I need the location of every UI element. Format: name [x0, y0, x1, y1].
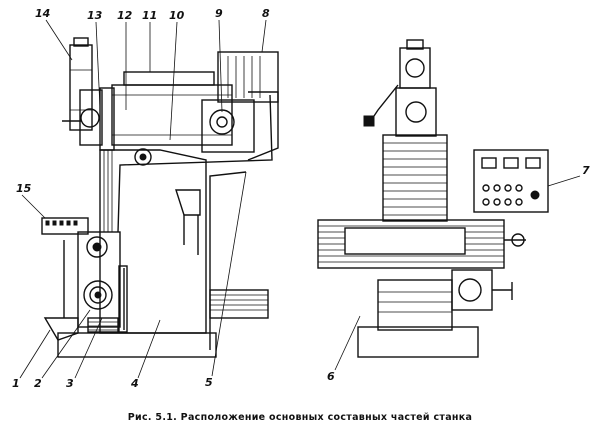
rear-guard	[247, 91, 279, 161]
column-body	[99, 149, 207, 334]
coolant-pipe	[117, 94, 273, 233]
callout-9: 9	[215, 7, 223, 20]
callout-10: 10	[169, 9, 185, 22]
ram-housing-12	[111, 84, 233, 146]
callout-13: 13	[87, 9, 103, 22]
front-lower-block	[377, 279, 453, 331]
top-rail-11	[123, 71, 215, 86]
callout-12: 12	[117, 9, 133, 22]
gearbox-9	[201, 99, 255, 153]
motor-fins	[227, 56, 261, 98]
motor-housing-8	[217, 51, 279, 103]
figure-caption: Рис. 5.1. Расположение основных составны…	[127, 412, 473, 423]
table-end	[209, 289, 269, 319]
callout-6: 6	[327, 370, 335, 383]
front-column	[382, 134, 448, 222]
side-pipe-5	[209, 171, 247, 350]
callout-2: 2	[34, 377, 42, 390]
callout-4: 4	[130, 377, 139, 390]
panel-buttons	[45, 220, 78, 226]
side-view	[41, 37, 279, 358]
control-panel-15	[41, 217, 89, 235]
front-base-6	[357, 326, 479, 358]
spindle-head-13	[79, 89, 103, 146]
callout-labels: 1 2 3 4 5 6 7 8 9 10 11 12 13 14 15	[12, 7, 590, 390]
front-head	[395, 87, 437, 137]
callout-3: 3	[66, 377, 74, 390]
front-column-ribs	[383, 142, 447, 216]
column-ribs	[103, 150, 113, 232]
callout-14: 14	[35, 7, 50, 20]
front-view	[317, 39, 549, 358]
vertical-head-14	[69, 44, 93, 131]
knee-block	[77, 231, 121, 328]
callout-7: 7	[582, 164, 590, 177]
callout-15: 15	[16, 182, 32, 195]
upper-handwheel	[86, 236, 108, 258]
callout-1: 1	[12, 377, 20, 390]
electrical-cabinet-7	[473, 149, 549, 213]
callout-5: 5	[205, 376, 213, 389]
callout-11: 11	[142, 9, 157, 22]
callout-8: 8	[262, 7, 270, 20]
lower-handwheel	[83, 280, 113, 310]
leader-lines	[19, 19, 581, 379]
cabinet-buttons	[482, 184, 540, 206]
machine-base	[57, 332, 217, 358]
front-shield	[43, 317, 79, 341]
